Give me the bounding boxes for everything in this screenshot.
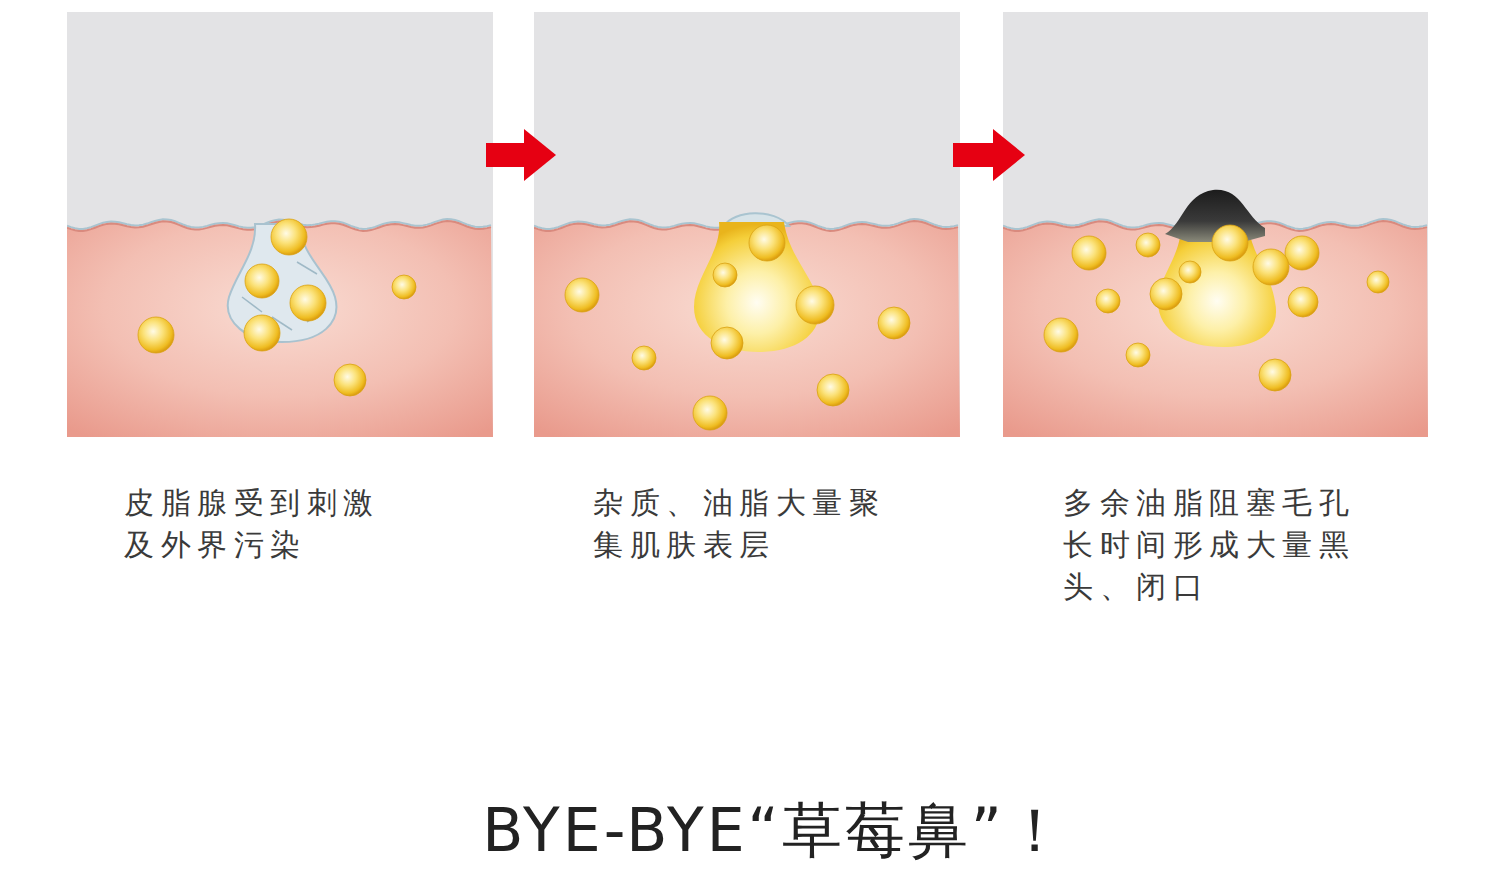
stage-caption: 杂质、油脂大量聚 集肌肤表层	[593, 482, 893, 566]
oil-droplet	[878, 307, 910, 339]
oil-droplet	[1072, 236, 1106, 270]
oil-droplet	[749, 225, 785, 261]
air-background	[1003, 12, 1428, 437]
oil-droplet	[632, 346, 656, 370]
oil-droplet	[1179, 261, 1201, 283]
oil-droplet	[1136, 233, 1160, 257]
air-background	[534, 12, 960, 437]
stage-caption: 多余油脂阻塞毛孔 长时间形成大量黑 头、闭口	[1063, 482, 1363, 608]
oil-filled-pore	[694, 222, 820, 352]
pore-crack	[242, 297, 262, 312]
skin-tissue	[1003, 221, 1428, 437]
stage-panel: 多余油脂阻塞毛孔 长时间形成大量黑 头、闭口	[1003, 12, 1428, 437]
oil-droplet	[392, 275, 416, 299]
oil-droplet	[1285, 236, 1319, 270]
skin-panel	[67, 12, 493, 437]
oil-droplet	[1212, 225, 1248, 261]
skin-panel	[1003, 12, 1428, 437]
oil-droplet	[334, 364, 366, 396]
arrow-shaft	[486, 143, 524, 167]
stage-panel: 杂质、油脂大量聚 集肌肤表层	[534, 12, 960, 437]
oil-droplet	[1253, 249, 1289, 285]
process-arrow	[953, 129, 1025, 181]
oil-droplet	[796, 286, 834, 324]
oil-droplet	[271, 219, 307, 255]
oil-droplet	[244, 315, 280, 351]
oil-droplet	[1259, 359, 1291, 391]
slogan-title: BYE-BYE“草莓鼻”！	[275, 790, 1275, 870]
arrow-shaft	[953, 143, 993, 167]
stage-panel: 皮脂腺受到刺激 及外界污染	[67, 12, 493, 437]
skin-panel	[534, 12, 960, 437]
oil-droplet	[1096, 289, 1120, 313]
oil-droplet	[1288, 287, 1318, 317]
oil-droplet	[711, 327, 743, 359]
pore-crack	[297, 262, 317, 274]
oil-droplet	[1150, 278, 1182, 310]
oil-droplet	[290, 285, 326, 321]
oil-droplet	[565, 278, 599, 312]
air-background	[67, 12, 493, 437]
oil-droplet	[1044, 318, 1078, 352]
oil-droplet	[138, 317, 174, 353]
skin-tissue	[534, 221, 960, 437]
oil-droplet	[817, 374, 849, 406]
skin-tissue	[67, 221, 493, 437]
arrow-head	[524, 129, 556, 181]
oil-droplet	[713, 263, 737, 287]
oil-droplet	[1126, 343, 1150, 367]
oil-droplet	[245, 264, 279, 298]
process-arrow	[486, 129, 556, 181]
stage-caption: 皮脂腺受到刺激 及外界污染	[124, 482, 424, 566]
arrow-head	[993, 129, 1025, 181]
oil-droplet	[1367, 271, 1389, 293]
oil-droplet	[693, 396, 727, 430]
